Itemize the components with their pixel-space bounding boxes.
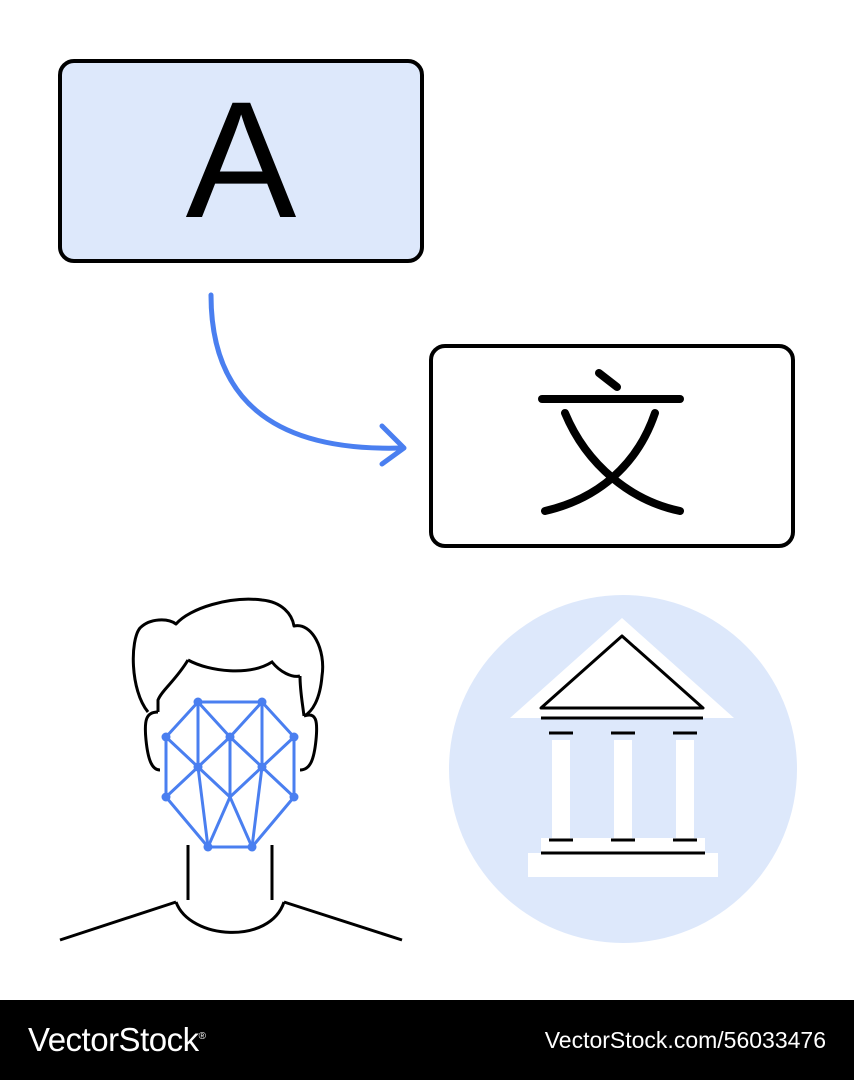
illustration: A 文 (58, 59, 797, 943)
bank-building-icon (449, 595, 797, 943)
target-character-glyph: 文 (538, 369, 684, 515)
source-letter: A (185, 68, 297, 253)
watermark-footer: VectorStock® VectorStock.com/56033476 (0, 1000, 854, 1080)
brand-logo: VectorStock® (28, 1021, 206, 1058)
source-letter-box: A (58, 59, 424, 263)
face-recognition-icon (59, 597, 403, 942)
target-character-box: 文 (429, 344, 795, 548)
translate-arrow-icon (208, 292, 407, 467)
image-reference: VectorStock.com/56033476 (544, 1026, 826, 1053)
